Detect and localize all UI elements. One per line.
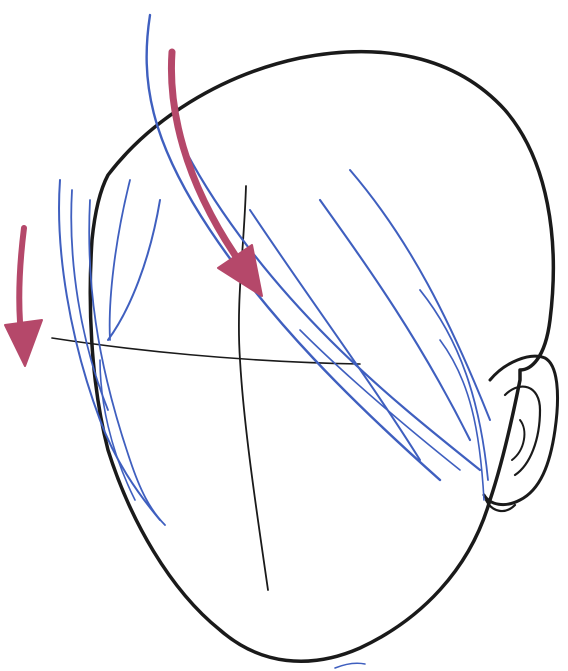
vertical-guideline xyxy=(239,186,268,590)
bottom-stroke xyxy=(335,663,365,668)
ear-inner-2 xyxy=(512,420,524,460)
hair-direction-arrow-left xyxy=(5,228,42,366)
head-outline xyxy=(90,52,553,662)
hair-stroke-group xyxy=(59,15,490,525)
